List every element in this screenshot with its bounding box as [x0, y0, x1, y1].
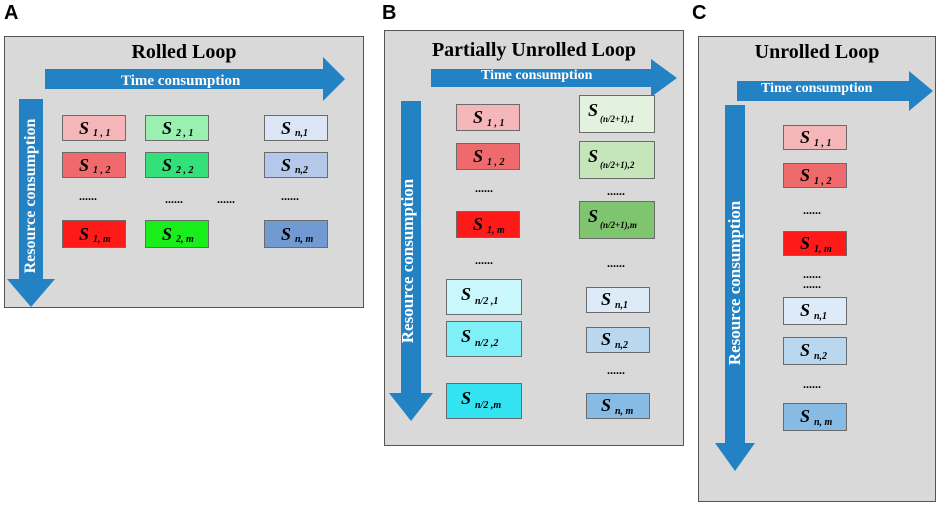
- time-arrow-label: Time consumption: [121, 73, 241, 89]
- panel-title: Partially Unrolled Loop: [431, 39, 637, 61]
- resource-arrow-label: Resource consumption: [22, 118, 39, 274]
- ellipsis: ......: [607, 184, 625, 198]
- time-arrow: [45, 57, 345, 101]
- time-arrow: [431, 59, 677, 97]
- ellipsis: ......: [803, 277, 821, 291]
- panel-b-letter: B: [382, 2, 397, 24]
- ellipsis: ......: [475, 181, 493, 195]
- time-arrow-label: Time consumption: [481, 68, 593, 83]
- resource-arrow: [389, 101, 433, 421]
- ellipsis: ......: [475, 253, 493, 267]
- ellipsis: ......: [165, 192, 183, 206]
- resource-arrow-label: Resource consumption: [398, 178, 417, 344]
- resource-arrow: [715, 105, 755, 471]
- ellipsis: ......: [79, 189, 97, 203]
- ellipsis: ......: [803, 377, 821, 391]
- panel-title: Rolled Loop: [131, 41, 237, 63]
- time-arrow: [737, 71, 933, 111]
- cell-s-half-plus-1-2: S(n/2+1),2: [579, 141, 655, 179]
- panel-partially-unrolled-loop: Partially Unrolled Loop Time consumption…: [384, 30, 684, 446]
- resource-arrow-label: Resource consumption: [725, 200, 744, 366]
- panel-unrolled-loop: Unrolled Loop Time consumption Resource …: [698, 36, 936, 502]
- ellipsis: ......: [217, 192, 235, 206]
- cell-s-half-plus-1-m: S(n/2+1),m: [579, 201, 655, 239]
- ellipsis: ......: [607, 363, 625, 377]
- panel-a-letter: A: [4, 2, 19, 24]
- ellipsis: ......: [607, 256, 625, 270]
- ellipsis: ......: [803, 203, 821, 217]
- ellipsis: ......: [281, 189, 299, 203]
- time-arrow-label: Time consumption: [761, 81, 873, 96]
- panel-rolled-loop: Rolled Loop Time consumption Resource co…: [4, 36, 364, 308]
- ellipsis: ......: [803, 267, 821, 281]
- cell-s-half-plus-1-1: S(n/2+1),1: [579, 95, 655, 133]
- panel-c-letter: C: [692, 2, 707, 24]
- panel-title: Unrolled Loop: [754, 41, 880, 63]
- resource-arrow: [7, 99, 55, 307]
